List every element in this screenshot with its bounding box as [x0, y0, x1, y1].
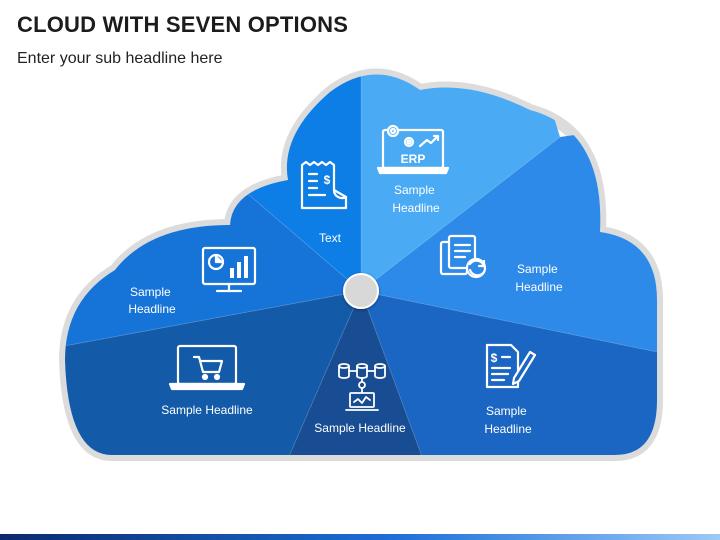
- segment-text-label-line-1: Text: [319, 231, 342, 245]
- footer-gradient-bar: [0, 534, 720, 540]
- center-hub: [343, 273, 379, 309]
- segment-analytics-label-line-2: Headline: [128, 302, 176, 316]
- page-title: CLOUD WITH SEVEN OPTIONS: [17, 12, 349, 37]
- analytics-monitor-icon: [201, 246, 257, 293]
- segment-reports-label-line-2: Headline: [515, 280, 563, 294]
- segment-invoice-label-line-1: Sample: [486, 404, 527, 418]
- svg-text:$: $: [324, 173, 331, 187]
- segment-erp-label-line-2: Headline: [392, 201, 440, 215]
- segment-database[interactable]: [270, 291, 438, 500]
- page-subtitle: Enter your sub headline here: [17, 50, 223, 67]
- segment-erp[interactable]: [361, 40, 560, 291]
- segment-reports-label: Sample Headline: [515, 262, 563, 294]
- segment-text-label: Text: [319, 231, 342, 245]
- segment-text[interactable]: [220, 40, 361, 291]
- segment-analytics-label: Sample Headline: [128, 285, 176, 316]
- segment-invoice-label: Sample Headline: [484, 404, 532, 436]
- database-network-icon: [338, 363, 386, 411]
- segment-database-label: Sample Headline: [314, 421, 406, 435]
- erp-laptop-icon: ERP: [376, 124, 450, 175]
- segment-shopping-label: Sample Headline: [161, 403, 253, 417]
- segment-invoice[interactable]: [361, 291, 720, 500]
- svg-text:ERP: ERP: [401, 152, 426, 166]
- svg-text:$: $: [491, 351, 498, 365]
- segment-analytics-label-line-1: Sample: [130, 285, 171, 299]
- documents-refresh-icon: [439, 234, 487, 279]
- segment-erp-label: Sample Headline: [392, 183, 440, 215]
- segment-erp-label-line-1: Sample: [394, 183, 435, 197]
- segment-database-label-line-1: Sample Headline: [314, 421, 406, 435]
- segment-reports-label-line-1: Sample: [517, 262, 558, 276]
- shopping-cart-laptop-icon: [168, 344, 246, 391]
- invoice-pen-icon: $: [485, 343, 537, 389]
- segment-shopping-label-line-1: Sample Headline: [161, 403, 253, 417]
- receipt-icon: $: [300, 160, 348, 210]
- segment-invoice-label-line-2: Headline: [484, 422, 532, 436]
